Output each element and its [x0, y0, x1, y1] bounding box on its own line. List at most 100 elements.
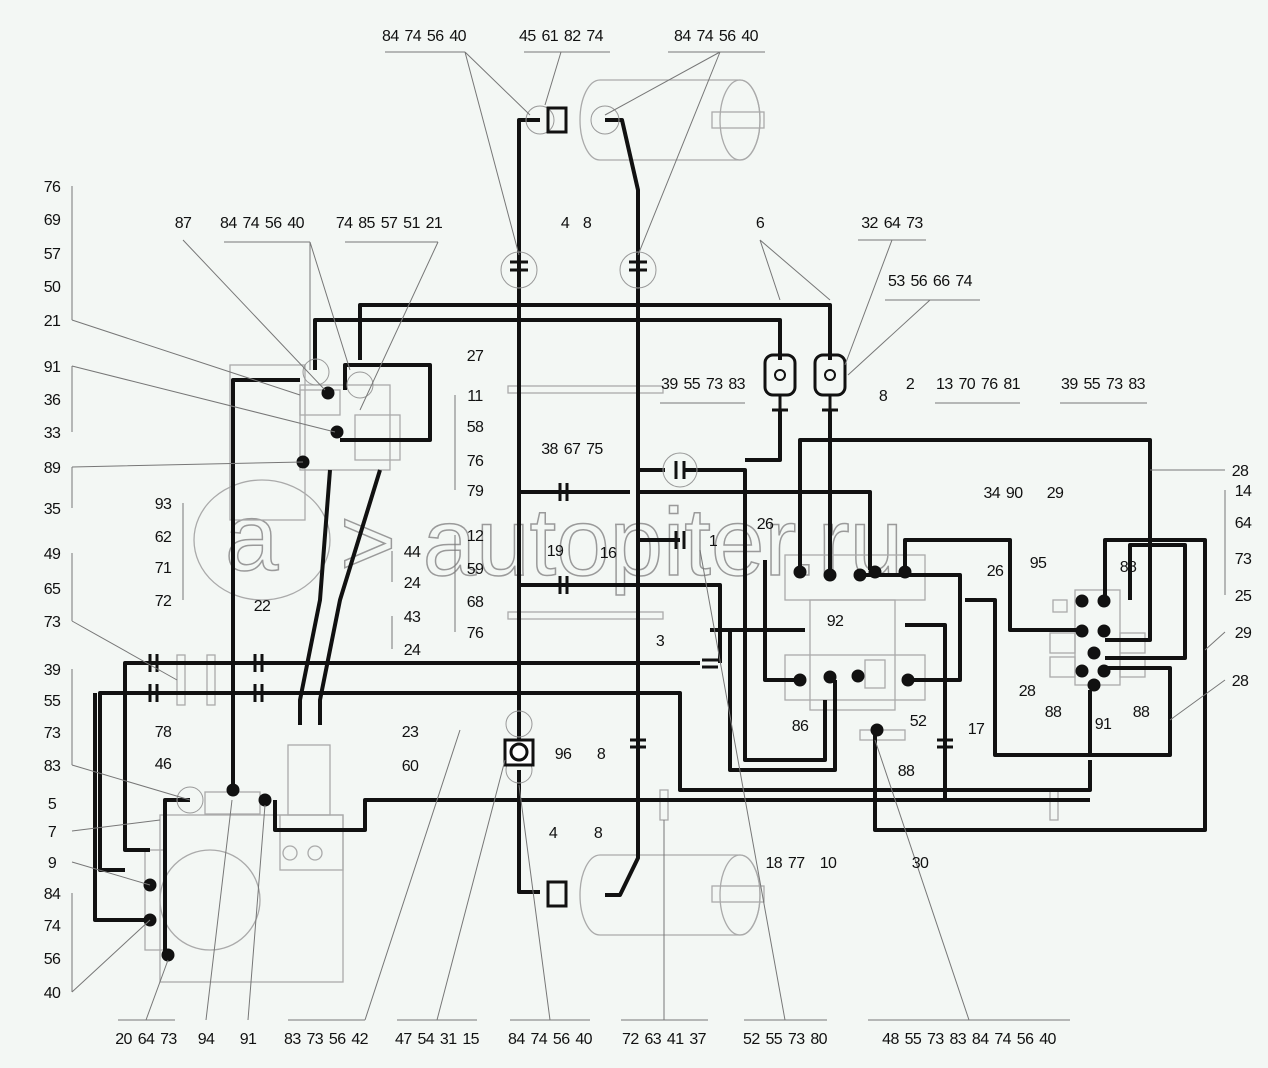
part-label: 45 61 82 74 — [519, 28, 604, 45]
part-label: 24 — [404, 575, 421, 592]
part-label: 56 — [44, 951, 61, 968]
part-label: 76 — [467, 625, 484, 642]
part-label: 52 — [910, 713, 927, 730]
part-label: 32 64 73 — [861, 215, 923, 232]
part-label: 30 — [912, 855, 929, 872]
part-label: 74 85 57 51 21 — [336, 215, 443, 232]
part-label: 24 — [404, 642, 421, 659]
part-label: 72 — [155, 593, 172, 610]
part-label: 88 — [1045, 704, 1062, 721]
part-label: 96 — [555, 746, 572, 763]
part-label: 76 — [44, 179, 61, 196]
part-label: 72 63 41 37 — [622, 1031, 707, 1048]
watermark-logo: a > autopiter.ru — [193, 479, 904, 601]
part-label: 35 — [44, 501, 61, 518]
part-label: 87 — [175, 215, 192, 232]
part-label: 26 — [987, 563, 1004, 580]
part-label: 21 — [44, 313, 61, 330]
part-label: 62 — [155, 529, 172, 546]
part-label: 39 — [44, 662, 61, 679]
part-label: 79 — [467, 483, 484, 500]
part-label: 84 74 56 40 — [674, 28, 759, 45]
part-label: 68 — [467, 594, 484, 611]
part-label: 89 — [44, 460, 61, 477]
part-label: 94 — [198, 1031, 215, 1048]
part-label: 20 64 73 — [115, 1031, 177, 1048]
part-label: 65 — [44, 581, 61, 598]
part-label: 64 — [1235, 515, 1252, 532]
part-label: 8 — [583, 215, 592, 232]
part-label: 91 — [240, 1031, 257, 1048]
part-label: 44 — [404, 544, 421, 561]
part-label: 16 — [600, 545, 617, 562]
part-label: 29 — [1235, 625, 1252, 642]
part-label: 46 — [155, 756, 172, 773]
part-label: 55 — [44, 693, 61, 710]
part-label: 34 90 — [983, 485, 1023, 502]
top-brake-chamber — [579, 79, 765, 161]
compressor-unit — [144, 744, 344, 983]
part-label: 83 73 56 42 — [284, 1031, 369, 1048]
part-label: 8 — [597, 746, 606, 763]
part-label: 88 — [1120, 559, 1137, 576]
part-label: 39 55 73 83 — [661, 376, 746, 393]
part-label: 33 — [44, 425, 61, 442]
part-label: 93 — [155, 496, 172, 513]
part-label: 50 — [44, 279, 61, 296]
part-label: 7 — [48, 824, 57, 841]
part-label: 69 — [44, 212, 61, 229]
part-label: 1 — [709, 533, 718, 550]
part-label: 84 74 56 40 — [508, 1031, 593, 1048]
part-label: 6 — [756, 215, 765, 232]
part-label: 25 — [1235, 588, 1252, 605]
part-label: 40 — [44, 985, 61, 1002]
part-label: 29 — [1047, 485, 1064, 502]
part-label: 2 — [906, 376, 915, 393]
part-label: 38 67 75 — [541, 441, 603, 458]
part-label: 74 — [44, 918, 61, 935]
part-label: 91 — [44, 359, 61, 376]
part-label: 73 — [1235, 551, 1252, 568]
part-label: 39 55 73 83 — [1061, 376, 1146, 393]
cross-rods — [176, 385, 1059, 821]
bottom-brake-chamber — [579, 854, 765, 936]
part-label: 58 — [467, 419, 484, 436]
part-label: 88 — [898, 763, 915, 780]
fittings — [143, 105, 1111, 962]
part-label: 43 — [404, 609, 421, 626]
part-label: 9 — [48, 855, 57, 872]
part-label: 8 — [594, 825, 603, 842]
part-label: 83 — [44, 758, 61, 775]
part-label: 11 — [467, 388, 483, 405]
part-label: 53 56 66 74 — [888, 273, 973, 290]
part-label: 86 — [792, 718, 809, 735]
part-label: 47 54 31 15 — [395, 1031, 480, 1048]
part-label: 22 — [254, 598, 271, 615]
part-label: 95 — [1030, 555, 1047, 572]
part-label: 76 — [467, 453, 484, 470]
svg-text:> autopiter.ru: > autopiter.ru — [340, 489, 903, 596]
part-label: 26 — [757, 516, 774, 533]
part-label: 28 — [1232, 463, 1249, 480]
part-label: 4 — [549, 825, 558, 842]
part-label: 28 — [1019, 683, 1036, 700]
part-label: 78 — [155, 724, 172, 741]
brake-valve-assembly — [229, 364, 401, 521]
right-valve-block — [1049, 589, 1146, 686]
part-label: 19 — [547, 543, 564, 560]
part-label: 17 — [968, 721, 985, 738]
part-label: 49 — [44, 546, 61, 563]
part-label: 91 — [1095, 716, 1112, 733]
part-label: 84 74 56 40 — [382, 28, 467, 45]
part-label: 88 — [1133, 704, 1150, 721]
leader-lines — [71, 51, 1226, 1021]
part-label: 18 77 — [765, 855, 805, 872]
part-label: 73 — [44, 614, 61, 631]
part-label: 71 — [155, 560, 172, 577]
part-label: 73 — [44, 725, 61, 742]
part-label: 23 — [402, 724, 419, 741]
part-label: 59 — [467, 561, 484, 578]
